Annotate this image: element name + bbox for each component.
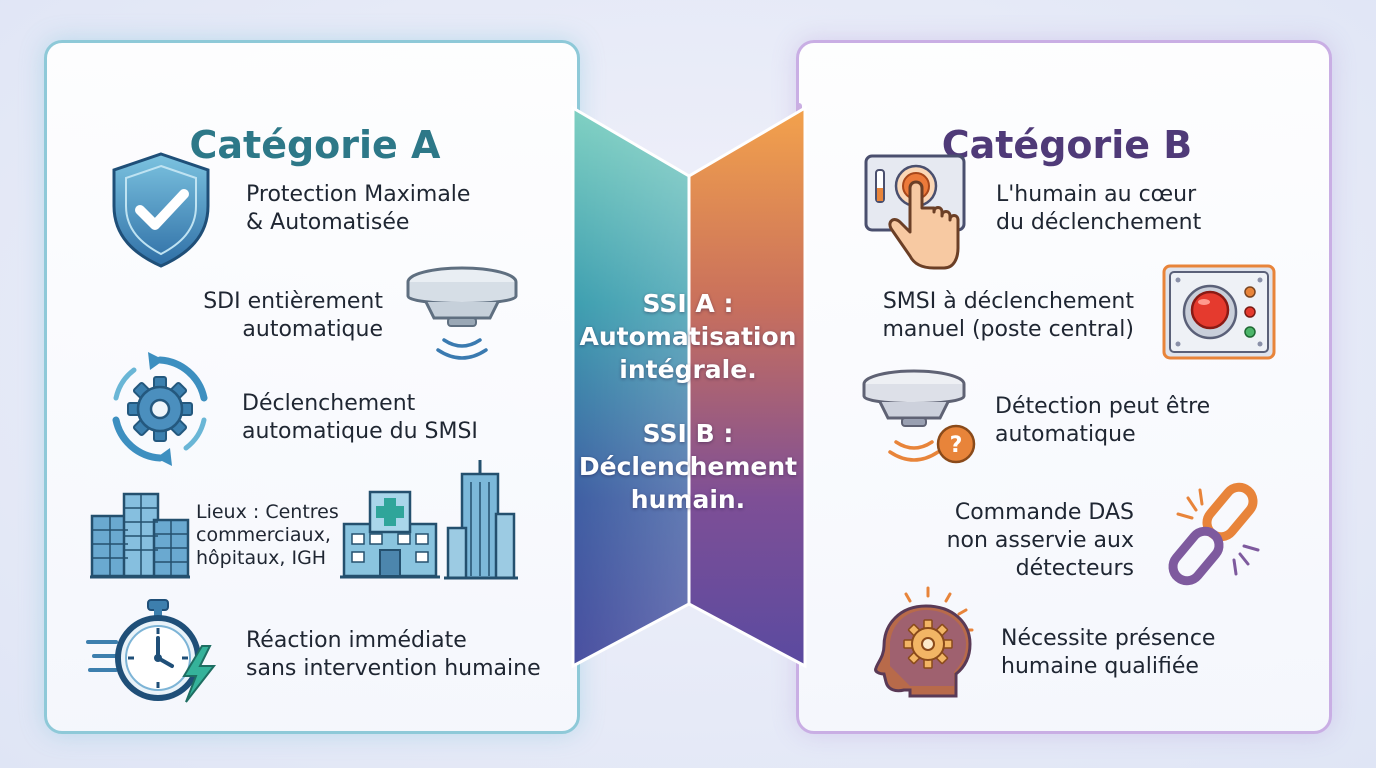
b-item5-label: Nécessite présence humaine qualifiée <box>1001 625 1215 681</box>
a-item4-label: Lieux : Centres commerciaux, hôpitaux, I… <box>196 501 339 570</box>
b-item1-line2: du déclenchement <box>996 210 1202 235</box>
ssi-b-line2: Déclenchement <box>578 452 798 481</box>
a-item1-line1: Protection Maximale <box>246 182 471 207</box>
smoke-detector-icon <box>406 266 518 360</box>
a-item3-line1: Déclenchement <box>242 391 416 416</box>
ssi-a-summary: SSI A : Automatisation intégrale. <box>570 287 806 386</box>
ssi-b-heading: SSI B : <box>642 419 734 448</box>
b-item2-line1: SMSI à déclenchement <box>882 289 1134 314</box>
head-gear-icon <box>874 586 974 698</box>
smoke-detector-question-icon: ? <box>862 369 976 464</box>
b-item5-line2: humaine qualifiée <box>1001 654 1199 679</box>
ssi-a-heading: SSI A : <box>642 289 734 318</box>
center-bowtie-ribbon <box>571 105 807 669</box>
b-item4-line1: Commande DAS <box>954 500 1134 525</box>
question-mark-glyph: ? <box>950 433 963 458</box>
b-item4-line3: détecteurs <box>1015 556 1134 581</box>
hand-press-button-icon <box>864 154 966 270</box>
ssi-b-line3: humain. <box>630 485 746 514</box>
a-item4-line2: commerciaux, <box>196 524 331 546</box>
a-item1-label: Protection Maximale & Automatisée <box>246 181 470 237</box>
b-item1-line1: L'humain au cœur <box>996 182 1197 207</box>
ssi-a-line2: Automatisation <box>579 322 797 351</box>
broken-chain-icon <box>1168 482 1260 586</box>
control-panel-icon <box>1162 264 1276 360</box>
b-item3-line2: automatique <box>995 422 1136 447</box>
a-item3-label: Déclenchement automatique du SMSI <box>242 390 478 446</box>
buildings-left-icon <box>90 492 190 579</box>
b-item4-label: Commande DAS non asservie aux détecteurs <box>934 499 1134 583</box>
a-item4-line3: hôpitaux, IGH <box>196 547 327 569</box>
b-item2-label: SMSI à déclenchement manuel (poste centr… <box>870 288 1135 344</box>
b-item2-line2: manuel (poste central) <box>882 317 1135 342</box>
shield-check-icon <box>112 152 210 268</box>
category-a-panel: Catégorie A <box>44 40 580 734</box>
gear-cycle-icon <box>112 352 208 466</box>
a-item3-line2: automatique du SMSI <box>242 419 478 444</box>
b-item3-line1: Détection peut être <box>995 394 1211 419</box>
a-item2-line2: automatique <box>242 317 383 342</box>
a-item4-line1: Lieux : Centres <box>196 501 339 523</box>
b-item3-label: Détection peut être automatique <box>995 393 1210 449</box>
ssi-b-summary: SSI B : Déclenchement humain. <box>570 417 806 516</box>
a-item5-line1: Réaction immédiate <box>246 628 467 653</box>
a-item2-line1: SDI entièrement <box>203 289 383 314</box>
a-item2-label: SDI entièrement automatique <box>178 288 383 344</box>
b-item1-label: L'humain au cœur du déclenchement <box>996 181 1201 237</box>
hospital-icon <box>340 490 440 579</box>
a-item5-label: Réaction immédiate sans intervention hum… <box>246 627 541 683</box>
b-item5-line1: Nécessite présence <box>1001 626 1216 651</box>
ssi-a-line3: intégrale. <box>619 355 757 384</box>
a-item1-line2: & Automatisée <box>246 210 410 235</box>
skyscraper-icon <box>444 460 518 580</box>
category-b-title: Catégorie B <box>941 123 1193 167</box>
b-item4-line2: non asservie aux <box>946 528 1134 553</box>
a-item5-line2: sans intervention humaine <box>246 656 541 681</box>
stopwatch-lightning-icon <box>86 599 217 703</box>
category-a-title: Catégorie A <box>189 123 441 167</box>
